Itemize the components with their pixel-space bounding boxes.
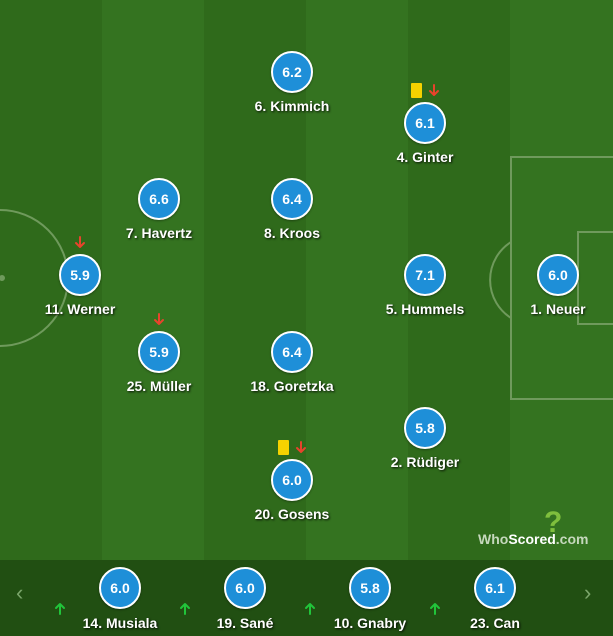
yellow-card-icon	[410, 83, 422, 99]
arrow-up-icon	[430, 603, 440, 615]
player-rating: 6.0	[271, 459, 313, 501]
chevron-left-icon[interactable]: ‹	[16, 580, 24, 605]
player-name: 8. Kroos	[263, 225, 320, 241]
substitute-player[interactable]: 6.1 23. Can	[430, 567, 555, 631]
player-marker[interactable]: 6.6 7. Havertz	[94, 178, 224, 241]
player-name: 18. Goretzka	[250, 378, 334, 394]
player-rating: 6.0	[537, 254, 579, 296]
player-marker[interactable]: 6.1 4. Ginter	[360, 83, 490, 165]
arrow-down-icon	[295, 440, 306, 453]
substitute-player[interactable]: 6.0 14. Musiala	[55, 567, 180, 631]
arrow-up-icon	[180, 603, 190, 615]
arrow-down-icon	[154, 312, 164, 325]
player-marker[interactable]: 5.9 25. Müller	[94, 312, 224, 394]
player-name: 14. Musiala	[82, 615, 158, 631]
player-marker[interactable]: 6.2 6. Kimmich	[227, 51, 357, 114]
player-marker[interactable]: 5.9 11. Werner	[15, 235, 145, 317]
substitutes-bar: ‹ › 6.0 14. Musiala 6.0 19. Sané 5.8 10. Gnab…	[0, 560, 613, 636]
player-event-icons	[94, 311, 224, 329]
whoscored-logo: ? WhoScored.com	[478, 508, 604, 548]
arrow-up-icon	[305, 603, 315, 615]
player-marker[interactable]: 6.0 1. Neuer	[493, 254, 613, 317]
arrow-down-icon	[428, 83, 439, 96]
player-name: 5. Hummels	[385, 301, 465, 317]
player-name: 19. Sané	[216, 615, 274, 631]
player-name: 20. Gosens	[254, 506, 330, 522]
player-marker[interactable]: 6.4 18. Goretzka	[227, 331, 357, 394]
player-marker[interactable]: 7.1 5. Hummels	[360, 254, 490, 317]
player-name: 25. Müller	[126, 378, 192, 394]
pitch-stripe	[306, 0, 408, 560]
arrow-down-icon	[75, 235, 85, 248]
player-event-icons	[227, 439, 357, 457]
arrow-up-icon	[55, 603, 65, 615]
logo-question-icon: ?	[544, 506, 563, 539]
chevron-right-icon[interactable]: ›	[584, 580, 592, 605]
substitute-player[interactable]: 5.8 10. Gnabry	[305, 567, 430, 631]
player-name: 6. Kimmich	[254, 98, 330, 114]
pitch-stripe	[102, 0, 204, 560]
player-rating: 6.0	[99, 567, 141, 609]
player-rating: 5.8	[404, 407, 446, 449]
penalty-box	[510, 156, 613, 400]
player-event-icons	[360, 82, 490, 100]
yellow-card-icon	[277, 440, 289, 456]
player-rating: 6.4	[271, 178, 313, 220]
center-spot	[0, 275, 5, 281]
substitute-player[interactable]: 6.0 19. Sané	[180, 567, 305, 631]
player-marker[interactable]: 5.8 2. Rüdiger	[360, 407, 490, 470]
player-rating: 5.9	[59, 254, 101, 296]
player-name: 11. Werner	[44, 301, 116, 317]
player-rating: 6.2	[271, 51, 313, 93]
player-name: 7. Havertz	[125, 225, 193, 241]
player-name: 23. Can	[470, 615, 520, 631]
penalty-arc	[489, 241, 512, 319]
player-name: 2. Rüdiger	[390, 454, 460, 470]
player-rating: 7.1	[404, 254, 446, 296]
player-event-icons	[15, 234, 145, 252]
player-rating: 6.1	[404, 102, 446, 144]
player-name: 10. Gnabry	[333, 615, 407, 631]
player-rating: 6.6	[138, 178, 180, 220]
player-rating: 5.8	[349, 567, 391, 609]
player-marker[interactable]: 6.0 20. Gosens	[227, 440, 357, 522]
player-name: 4. Ginter	[396, 149, 454, 165]
logo-text: WhoScored.com	[478, 531, 589, 547]
player-rating: 5.9	[138, 331, 180, 373]
player-rating: 6.4	[271, 331, 313, 373]
player-name: 1. Neuer	[530, 301, 586, 317]
player-marker[interactable]: 6.4 8. Kroos	[227, 178, 357, 241]
player-rating: 6.1	[474, 567, 516, 609]
player-rating: 6.0	[224, 567, 266, 609]
